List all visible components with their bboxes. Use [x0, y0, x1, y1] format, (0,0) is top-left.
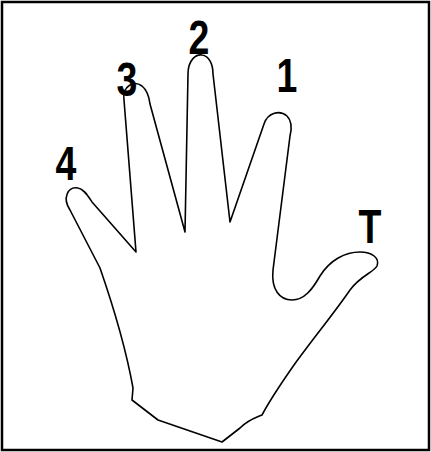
- finger-number: 4: [56, 140, 77, 188]
- finger-number: 3: [117, 56, 138, 104]
- hand-outline: [66, 55, 377, 442]
- finger-number: 1: [277, 52, 298, 100]
- finger-number: 2: [189, 14, 210, 62]
- finger-number: T: [359, 203, 382, 251]
